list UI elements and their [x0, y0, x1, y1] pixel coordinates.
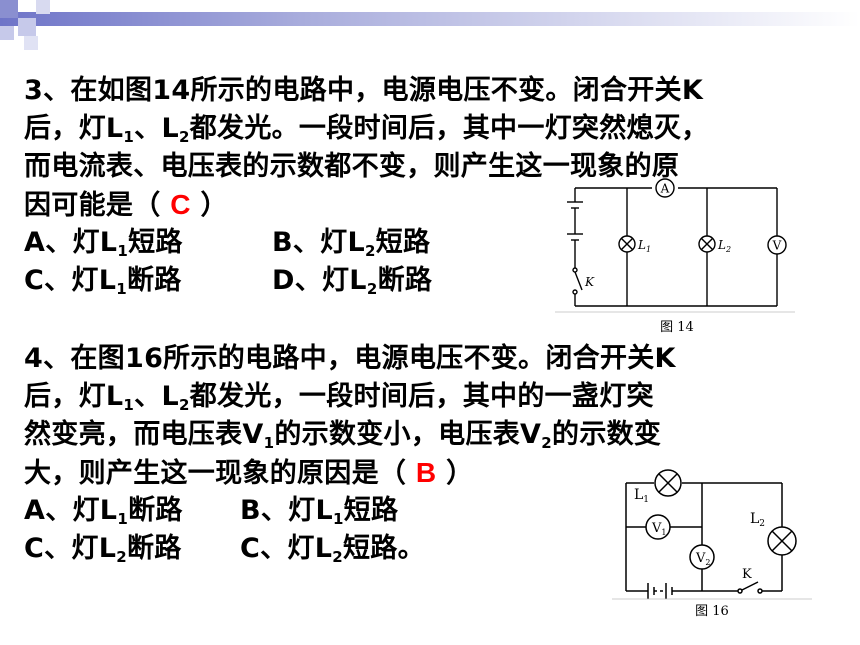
voltmeter-v1-sub: 1 — [661, 528, 666, 537]
q3-line-4: 因可能是（ C ） — [24, 186, 708, 224]
q4-option-c-pre: C、灯L — [24, 533, 117, 564]
q4-prompt: 大，则产生这一现象的原因是（ — [24, 458, 407, 489]
q4-option-c-post: 断路 — [126, 533, 182, 564]
fig16-lamp-l2-sub: 2 — [759, 519, 765, 529]
voltmeter-v1-label: V1 — [651, 521, 666, 537]
switch-k-label: K — [584, 275, 595, 289]
q4-option-c: C、灯L2断路 — [24, 530, 240, 568]
q3-line-2-sub1: 1 — [123, 128, 135, 146]
q4-line-3: 然变亮，而电压表V1的示数变小，电压表V2的示数变 — [24, 416, 676, 454]
q4-line-2-text-a: 后，灯L — [24, 381, 124, 412]
fig16-lamp-l1-label: L1 — [634, 487, 649, 505]
q3-option-b-sub: 2 — [364, 242, 376, 260]
q3-option-d-post: 断路 — [377, 265, 433, 296]
q4-option-d: C、灯L2短路。 — [240, 530, 425, 568]
q3-line-1: 3、在如图14所示的电路中，电源电压不变。闭合开关K — [24, 75, 704, 106]
voltmeter-v2-label: V2 — [695, 551, 710, 567]
q3-option-a: A、灯L1短路 — [24, 224, 272, 262]
lamp-l2-sub: 2 — [725, 245, 731, 254]
q4-line-2-text-b: 、L — [134, 381, 179, 412]
q4-option-b-pre: B、灯L — [240, 495, 333, 526]
q3-line-2-text-a: 后，灯L — [24, 113, 124, 144]
q3-option-a-pre: A、灯L — [24, 227, 118, 258]
q4-answer: B — [415, 457, 437, 488]
q4-line-2-sub2: 2 — [178, 396, 190, 414]
fig16-switch-k-label: K — [742, 567, 752, 582]
q4-option-c-sub: 2 — [116, 548, 127, 566]
q4-close-paren: ） — [446, 458, 474, 489]
q3-option-d-pre: D、灯L — [272, 265, 367, 296]
circuit-figure-14: A V L1 L2 K 图 14 — [555, 178, 795, 335]
voltmeter-v2-letter: V — [695, 551, 706, 566]
q3-option-d-sub: 2 — [366, 280, 378, 298]
voltmeter-v2-sub: 2 — [705, 558, 710, 567]
lamp-l2-letter: L — [717, 238, 726, 252]
q3-option-b-pre: B、灯L — [272, 227, 365, 258]
q4-option-a: A、灯L1断路 — [24, 492, 240, 530]
q3-option-c-post: 断路 — [126, 265, 182, 296]
fig16-lamp-l1-letter: L — [634, 487, 643, 503]
q4-line-2: 后，灯L1、L2都发光，一段时间后，其中的一盏灯突 — [24, 378, 676, 416]
question-4: 4、在图16所示的电路中，电源电压不变。闭合开关K 后，灯L1、L2都发光，一段… — [24, 340, 676, 568]
q3-option-b-post: 短路 — [375, 227, 431, 258]
q3-option-c-pre: C、灯L — [24, 265, 117, 296]
figure-14-caption: 图 14 — [660, 320, 694, 335]
lamp-l1-label: L1 — [637, 238, 651, 254]
question-3: 3、在如图14所示的电路中，电源电压不变。闭合开关K 后，灯L1、L2都发光。一… — [24, 72, 708, 300]
q4-line-2-sub1: 1 — [123, 396, 135, 414]
q4-line-3-text-c: 的示数变 — [552, 419, 662, 450]
q4-option-a-pre: A、灯L — [24, 495, 118, 526]
q3-option-a-post: 短路 — [128, 227, 183, 258]
q4-option-a-post: 断路 — [128, 495, 183, 526]
q4-line-3-sub2: 2 — [541, 434, 553, 452]
slide-header-decoration — [0, 0, 860, 50]
fig16-lamp-l2-label: L2 — [750, 511, 765, 529]
voltmeter-label: V — [772, 239, 782, 253]
q3-line-2-text-b: 、L — [134, 113, 179, 144]
voltmeter-v1-letter: V — [651, 521, 662, 536]
lamp-l1-sub: 1 — [646, 245, 651, 254]
lamp-l1-letter: L — [637, 238, 646, 252]
q4-option-d-post: 短路。 — [342, 533, 425, 564]
q3-line-3: 而电流表、电压表的示数都不变，则产生这一现象的原 — [24, 151, 680, 182]
q3-line-2: 后，灯L1、L2都发光。一段时间后，其中一灯突然熄灭， — [24, 110, 708, 148]
q4-line-3-text-b: 的示数变小，电压表V — [274, 419, 542, 450]
q4-option-d-sub: 2 — [332, 548, 343, 566]
q4-line-3-sub1: 1 — [263, 434, 275, 452]
circuit-figure-16: L1 L2 V1 V2 K 图 16 — [612, 469, 812, 619]
q4-line-3-text-a: 然变亮，而电压表V — [24, 419, 264, 450]
q3-line-2-sub2: 2 — [178, 128, 190, 146]
q3-prompt: 因可能是（ — [24, 190, 161, 221]
q3-option-b: B、灯L2短路 — [272, 224, 430, 262]
ammeter-label: A — [660, 182, 670, 196]
fig16-lamp-l1-sub: 1 — [643, 495, 649, 505]
fig16-lamp-l2-letter: L — [750, 511, 759, 527]
q4-line-2-text-c: 都发光，一段时间后，其中的一盏灯突 — [189, 381, 654, 412]
q4-option-b-post: 短路 — [343, 495, 399, 526]
q4-option-a-sub: 1 — [117, 510, 129, 528]
q3-answer: C — [170, 189, 191, 220]
q3-option-d: D、灯L2断路 — [272, 262, 432, 300]
q4-option-d-pre: C、灯L — [240, 533, 333, 564]
q4-option-b: B、灯L1短路 — [240, 492, 398, 530]
q4-line-1: 4、在图16所示的电路中，电源电压不变。闭合开关K — [24, 343, 676, 374]
lamp-l2-label: L2 — [717, 238, 731, 254]
q4-option-b-sub: 1 — [332, 510, 344, 528]
q3-close-paren: ） — [200, 190, 228, 221]
figure-16-caption: 图 16 — [695, 604, 729, 619]
q3-line-2-text-c: 都发光。一段时间后，其中一灯突然熄灭， — [189, 113, 709, 144]
q3-option-a-sub: 1 — [117, 242, 129, 260]
q3-option-c: C、灯L1断路 — [24, 262, 272, 300]
q4-line-4: 大，则产生这一现象的原因是（ B ） — [24, 454, 676, 492]
q3-option-c-sub: 1 — [116, 280, 127, 298]
